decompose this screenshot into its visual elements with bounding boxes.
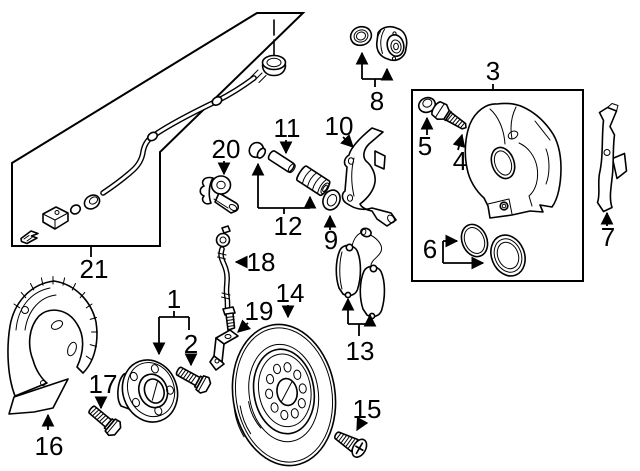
part-13-brake-pads bbox=[335, 227, 386, 320]
harness-box bbox=[11, 12, 306, 247]
callout-21: 21 bbox=[80, 254, 109, 284]
part-19-hose-bracket bbox=[209, 329, 239, 371]
part-18-brake-hose bbox=[215, 225, 236, 331]
callout-7: 7 bbox=[601, 222, 615, 252]
part-4-guide-bolt bbox=[431, 101, 467, 130]
part-3-caliper bbox=[464, 102, 562, 219]
part-20-abs-sensor bbox=[199, 175, 240, 214]
leader-lines bbox=[41, 51, 614, 432]
part-6-seal-kit bbox=[460, 223, 526, 277]
callout-18: 18 bbox=[247, 247, 276, 277]
part-1-wheel-hub bbox=[117, 359, 179, 423]
part-11-guide-pin bbox=[267, 150, 296, 174]
callout-19: 19 bbox=[245, 296, 274, 326]
part-9-seal-ring bbox=[322, 189, 341, 211]
callout-1: 1 bbox=[167, 284, 181, 314]
callout-14: 14 bbox=[276, 278, 305, 308]
callout-3: 3 bbox=[486, 56, 500, 86]
part-17-bolt bbox=[88, 405, 122, 437]
part-12-cap bbox=[248, 141, 267, 159]
callout-8: 8 bbox=[370, 86, 384, 116]
callout-16: 16 bbox=[35, 431, 64, 461]
part-5-nut bbox=[417, 96, 437, 114]
callout-2: 2 bbox=[184, 329, 198, 359]
part-14-brake-rotor bbox=[231, 323, 337, 467]
part-21-speed-sensor-harness bbox=[20, 19, 287, 245]
caliper-box bbox=[411, 89, 584, 282]
part-8-bushings bbox=[349, 25, 408, 62]
callout-5: 5 bbox=[418, 131, 432, 161]
part-16-splash-shield bbox=[7, 276, 98, 415]
callout-4: 4 bbox=[453, 146, 467, 176]
part-2-hub-bolt bbox=[175, 366, 212, 394]
callout-12: 12 bbox=[274, 211, 303, 241]
callout-13: 13 bbox=[346, 336, 375, 366]
callout-10: 10 bbox=[325, 111, 354, 141]
callout-labels: 1 2 3 4 5 6 7 8 9 10 11 12 13 14 15 16 1… bbox=[35, 56, 616, 461]
callout-20: 20 bbox=[212, 134, 241, 164]
callout-11: 11 bbox=[274, 113, 301, 143]
part-7-retainer-clip bbox=[596, 103, 628, 213]
part-10-caliper-bracket bbox=[341, 127, 397, 227]
callout-17: 17 bbox=[89, 369, 118, 399]
part-15-rotor-screw bbox=[334, 431, 368, 458]
part-12-boot bbox=[296, 165, 331, 196]
callout-9: 9 bbox=[324, 225, 338, 255]
callout-15: 15 bbox=[353, 394, 382, 424]
callout-6: 6 bbox=[423, 234, 437, 264]
